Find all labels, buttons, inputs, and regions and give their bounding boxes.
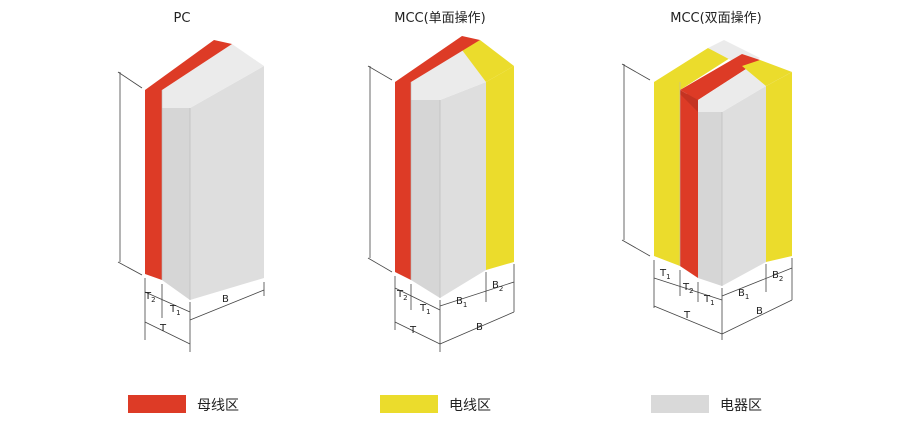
dim-extension <box>621 239 651 257</box>
legend-item-device: 电器区 <box>651 395 762 414</box>
dim-label-t2: T2 <box>396 289 408 302</box>
dim-line <box>439 281 515 307</box>
cable-zone-front <box>654 82 680 266</box>
dim-line <box>394 287 441 311</box>
device-zone-front <box>162 108 190 300</box>
busbar-zone-top <box>145 40 232 90</box>
dim-line-b <box>721 299 793 335</box>
dim-extension <box>117 71 143 89</box>
cable-zone-side <box>766 72 792 262</box>
device-zone-front <box>411 100 440 298</box>
cable-zone-top <box>654 48 730 90</box>
dim-label-b2: B2 <box>772 270 783 283</box>
dim-label-b1: B1 <box>456 296 467 309</box>
diagram-title: MCC(单面操作) <box>394 10 486 26</box>
dim-label-b: B <box>222 294 229 305</box>
dim-label-t: T <box>409 325 417 336</box>
dim-line <box>721 267 793 297</box>
legend-swatch <box>651 395 709 413</box>
dim-label-b: B <box>756 306 763 317</box>
legend-label: 电器区 <box>720 398 762 414</box>
dim-line-t <box>653 305 723 335</box>
dim-line-b <box>439 311 515 345</box>
legend-label: 母线区 <box>197 398 239 414</box>
dim-label-b1: B1 <box>738 288 749 301</box>
cable-zone-side <box>486 66 514 270</box>
dim-line-b <box>189 289 265 321</box>
legend-swatch <box>128 395 186 413</box>
busbar-zone-top <box>680 54 760 100</box>
dim-line <box>144 291 191 313</box>
device-zone-top <box>162 44 264 108</box>
busbar-zone-front <box>395 82 411 280</box>
dim-label-b: B <box>476 322 483 333</box>
cable-zone-top <box>742 60 792 86</box>
legend-item-cable: 电线区 <box>380 395 491 414</box>
dim-extension <box>621 63 651 81</box>
legend: 母线区 电线区 电器区 <box>128 395 762 414</box>
dim-label-t: T <box>683 310 691 321</box>
dim-extension <box>367 65 393 81</box>
diagram-mcc-double: MCC(双面操作) T1 T2 <box>621 10 793 340</box>
device-zone-front <box>698 112 722 286</box>
dim-extension <box>367 257 393 273</box>
device-zone-side <box>440 82 486 298</box>
legend-swatch <box>380 395 438 413</box>
dim-label-t2: T2 <box>682 282 694 295</box>
legend-item-busbar: 母线区 <box>128 395 239 414</box>
dim-label-t1: T1 <box>419 303 431 316</box>
dim-label-b2: B2 <box>492 280 503 293</box>
busbar-zone-front <box>145 90 162 280</box>
dim-label-t1-right: T1 <box>703 294 715 307</box>
busbar-zone-front <box>680 94 698 278</box>
device-zone-side <box>190 66 264 300</box>
dim-line <box>653 277 723 301</box>
busbar-zone-edge <box>680 90 698 112</box>
legend-label: 电线区 <box>449 398 491 414</box>
dim-label-t1: T1 <box>169 304 181 317</box>
diagram-title: PC <box>174 11 191 26</box>
dim-label-t1-left: T1 <box>659 268 671 281</box>
dim-extension <box>117 261 143 276</box>
busbar-zone-top <box>395 36 480 82</box>
device-zone-top <box>440 50 486 100</box>
dim-label-t2: T2 <box>144 291 156 304</box>
dim-line-t <box>394 321 441 345</box>
diagram-title: MCC(双面操作) <box>670 10 762 26</box>
diagram-pc: PC T2 T1 B T <box>117 11 265 352</box>
dim-line-t <box>144 321 191 345</box>
diagram-mcc-single: MCC(单面操作) T2 T1 B1 B2 T <box>367 10 515 352</box>
device-zone-side <box>722 86 766 286</box>
dim-label-t: T <box>159 323 167 334</box>
